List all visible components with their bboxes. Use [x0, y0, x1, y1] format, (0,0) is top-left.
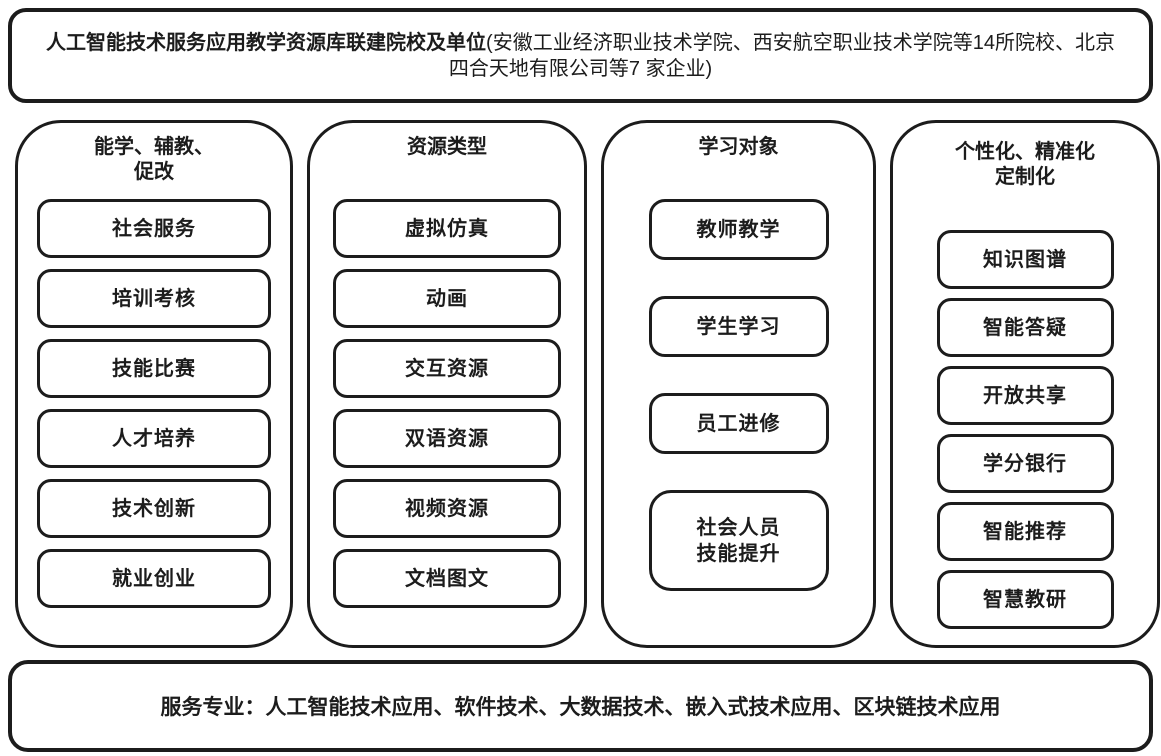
column-header: 个性化、精准化 定制化	[955, 141, 1095, 188]
item-box: 学分银行	[936, 434, 1114, 493]
item-box: 社会人员 技能提升	[648, 490, 829, 591]
column-items: 教师教学 学生学习 员工进修 社会人员 技能提升	[648, 199, 829, 591]
column-header: 学习对象	[698, 136, 779, 158]
item-box: 就业创业	[37, 549, 271, 608]
footer-banner: 服务专业：人工智能技术应用、软件技术、大数据技术、嵌入式技术应用、区块链技术应用	[8, 660, 1153, 752]
item-box: 员工进修	[648, 393, 829, 454]
column-header: 能学、辅教、 促改	[94, 136, 214, 183]
column-items: 虚拟仿真 动画 交互资源 双语资源 视频资源 文档图文	[333, 199, 561, 608]
column-resource-types: 资源类型 虚拟仿真 动画 交互资源 双语资源 视频资源 文档图文	[307, 120, 587, 648]
item-box: 开放共享	[936, 366, 1114, 425]
item-box: 交互资源	[333, 339, 561, 398]
item-box: 教师教学	[648, 199, 829, 260]
footer-text: 服务专业：人工智能技术应用、软件技术、大数据技术、嵌入式技术应用、区块链技术应用	[160, 696, 1001, 719]
item-box: 技能比赛	[37, 339, 271, 398]
column-items: 社会服务 培训考核 技能比赛 人才培养 技术创新 就业创业	[37, 199, 271, 608]
item-box: 双语资源	[333, 409, 561, 468]
item-box: 虚拟仿真	[333, 199, 561, 258]
columns-row: 能学、辅教、 促改 社会服务 培训考核 技能比赛 人才培养 技术创新 就业创业 …	[15, 120, 1160, 648]
title-banner: 人工智能技术服务应用教学资源库联建院校及单位(安徽工业经济职业技术学院、西安航空…	[8, 8, 1153, 103]
banner-title: 人工智能技术服务应用教学资源库联建院校及单位(安徽工业经济职业技术学院、西安航空…	[38, 30, 1123, 82]
item-box: 社会服务	[37, 199, 271, 258]
column-learners: 学习对象 教师教学 学生学习 员工进修 社会人员 技能提升	[601, 120, 876, 648]
item-box: 人才培养	[37, 409, 271, 468]
item-box: 培训考核	[37, 269, 271, 328]
item-box: 动画	[333, 269, 561, 328]
banner-title-main: 人工智能技术服务应用教学资源库联建院校及单位	[46, 31, 487, 54]
item-box: 视频资源	[333, 479, 561, 538]
item-box: 智慧教研	[936, 570, 1114, 629]
item-box: 智能推荐	[936, 502, 1114, 561]
item-box: 智能答疑	[936, 298, 1114, 357]
item-box: 知识图谱	[936, 230, 1114, 289]
item-box: 文档图文	[333, 549, 561, 608]
column-personalization: 个性化、精准化 定制化 知识图谱 智能答疑 开放共享 学分银行 智能推荐 智慧教…	[890, 120, 1160, 648]
column-items: 知识图谱 智能答疑 开放共享 学分银行 智能推荐 智慧教研	[936, 230, 1114, 629]
item-box: 学生学习	[648, 296, 829, 357]
banner-title-detail: (安徽工业经济职业技术学院、西安航空职业技术学院等14所院校、北京四合天地有限公…	[448, 31, 1115, 80]
column-header: 资源类型	[407, 136, 487, 158]
column-functions: 能学、辅教、 促改 社会服务 培训考核 技能比赛 人才培养 技术创新 就业创业	[15, 120, 293, 648]
item-box: 技术创新	[37, 479, 271, 538]
